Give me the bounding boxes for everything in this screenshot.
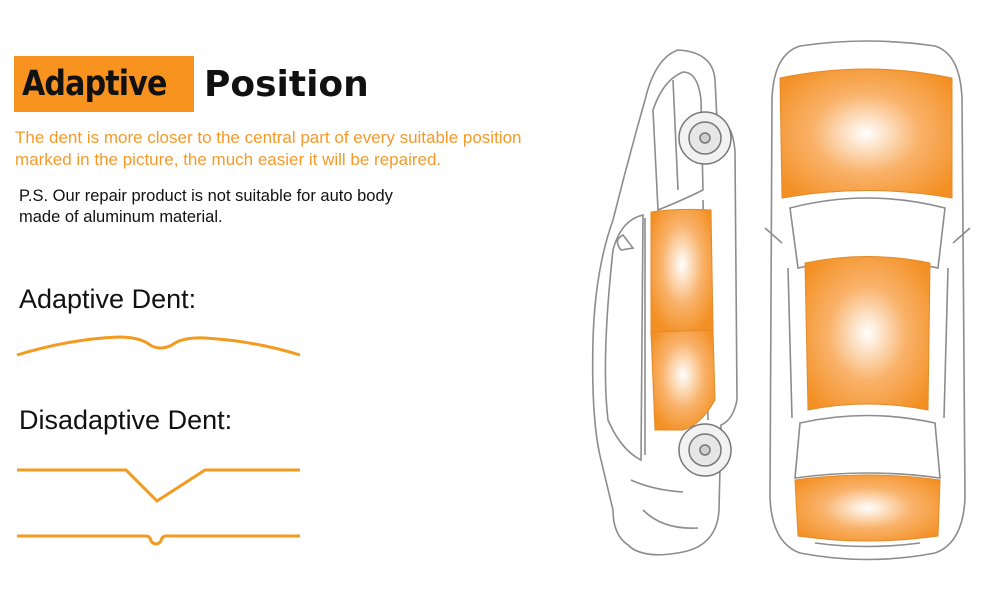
title-rest: Position	[204, 63, 369, 105]
aluminum-note: P.S. Our repair product is not suitable …	[19, 187, 393, 226]
disadaptive-dent-label: Disadaptive Dent:	[19, 405, 233, 435]
car-side-view-illustration	[591, 49, 738, 556]
description-text: The dent is more closer to the central p…	[15, 128, 522, 169]
adaptive-dent-label: Adaptive Dent:	[19, 284, 197, 314]
disadaptive-dent-v-shape	[17, 468, 300, 503]
adaptive-dent-curve	[16, 335, 301, 357]
disadaptive-dent-sharp-dip	[17, 534, 300, 546]
title-highlight-box: Adaptive	[14, 56, 194, 112]
car-top-view-illustration	[764, 40, 971, 561]
page-title: Adaptive Position	[14, 56, 369, 112]
title-highlight: Adaptive	[22, 64, 167, 104]
